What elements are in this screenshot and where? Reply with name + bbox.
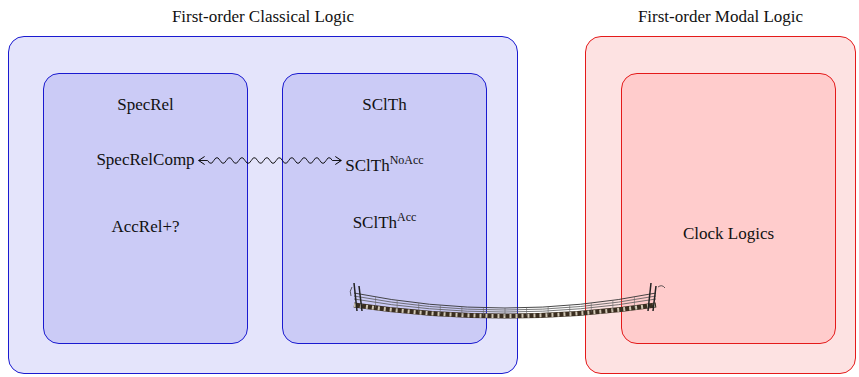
wavy-arrow [199,157,342,165]
theory-name: SpecRel [117,95,174,114]
superscript: Acc [397,210,416,224]
text-row: SpecRel [44,95,247,115]
region-title: First-order Modal Logic [586,7,855,27]
theory-name: SClTh [362,95,406,114]
region-title: First-order Classical Logic [9,7,517,27]
logic-region: First-order Modal LogicClock Logics [585,36,856,374]
theory-name: SpecRelComp [96,150,194,169]
theory-name: AccRel+? [111,217,179,236]
text-row: AccRel+? [44,217,247,237]
theory-group: SpecRelSpecRelCompAccRel+? [43,73,248,344]
text-row: SClThAcc [283,207,486,233]
rope-bridge [350,283,665,316]
theory-name: SClTh [353,213,397,232]
text-row: Clock Logics [622,224,835,244]
text-row: SClTh [283,95,486,115]
theory-name: Clock Logics [683,224,774,243]
logic-region: First-order Classical LogicSpecRelSpecRe… [8,36,518,374]
text-row: SpecRelComp [44,150,247,170]
text-row: SClThNoAcc [283,150,486,176]
superscript: NoAcc [390,153,424,167]
theory-name: SClTh [345,156,389,175]
theory-group: SClThSClThNoAccSClThAcc [282,73,487,344]
logic-group: Clock Logics [621,73,836,344]
